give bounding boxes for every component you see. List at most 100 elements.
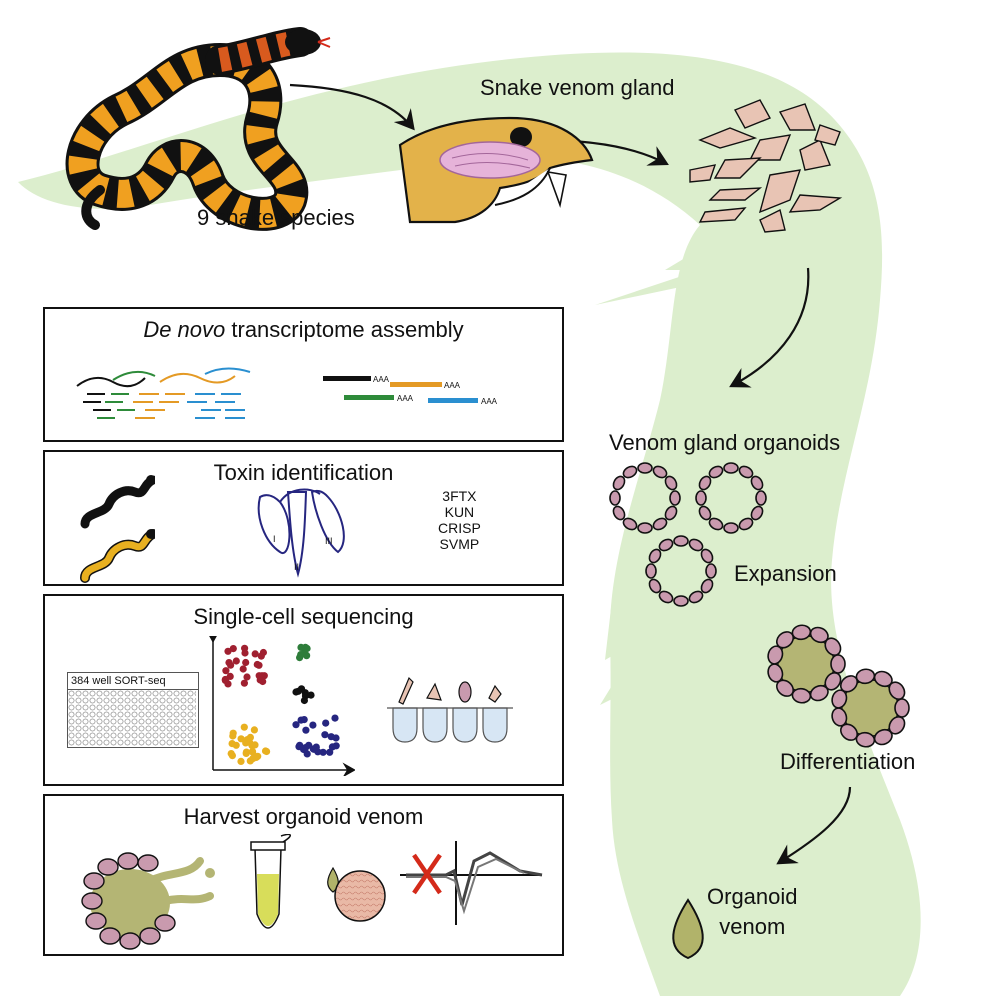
organoid-venom-line2: venom xyxy=(719,914,786,939)
organoid-cell xyxy=(750,475,764,491)
organoid-cell xyxy=(695,490,707,506)
organoid-cell xyxy=(637,462,653,474)
scatter-point xyxy=(303,652,311,660)
organoid-cell xyxy=(888,681,906,700)
organoid-ring xyxy=(645,535,717,607)
venom-drop-small xyxy=(327,866,339,893)
scatter-point xyxy=(331,714,339,722)
organoid-cell xyxy=(658,590,674,604)
panel-toxin: Toxin identification I II III 3FTX KUN C… xyxy=(43,450,564,586)
panel-assembly: De novo transcriptome assembly AAA AAA A… xyxy=(43,307,564,442)
scatter-point xyxy=(225,659,233,667)
sortseq-plate: 384 well SORT-seq xyxy=(67,672,199,748)
scatter-point xyxy=(241,644,249,652)
differentiated-organoid xyxy=(831,668,910,748)
arrow-cells-to-organoids xyxy=(729,267,810,388)
organoid-cell xyxy=(652,517,668,531)
bursting-organoid-icon xyxy=(81,852,215,950)
toxin-family: KUN xyxy=(444,504,475,520)
scatter-point xyxy=(314,748,322,756)
differentiation-label: Differentiation xyxy=(780,749,916,774)
scatter-point xyxy=(327,733,335,741)
organoid-cell xyxy=(669,490,681,506)
organoid-venom-line1: Organoid xyxy=(707,884,798,909)
scatter-point xyxy=(321,731,329,739)
organoid-cell xyxy=(824,637,842,656)
organoid-cell xyxy=(622,465,638,479)
organoid-cell xyxy=(648,548,662,564)
assembly-title-rest: transcriptome assembly xyxy=(225,317,464,342)
organoid-icon xyxy=(609,462,910,748)
organoid-cell xyxy=(648,578,662,594)
scatter-point xyxy=(237,757,245,765)
scatter-point xyxy=(229,645,237,653)
panel-toxin-title: Toxin identification xyxy=(213,460,394,485)
organoid-cell xyxy=(664,475,678,491)
organoid-cell xyxy=(637,522,653,534)
organoid-cell xyxy=(705,563,717,579)
scatter-point xyxy=(292,721,300,729)
organoid-cell xyxy=(723,522,739,534)
scatter-point xyxy=(256,676,264,684)
scatter-point xyxy=(243,736,251,744)
scatter-point xyxy=(307,691,315,699)
organoid-cell xyxy=(708,517,724,531)
organoid-venom-drop xyxy=(672,898,704,960)
scatter-point xyxy=(295,743,303,751)
cell-culture-dish xyxy=(334,870,386,922)
panel-harvest-title: Harvest organoid venom xyxy=(183,804,424,829)
toxin-family: CRISP xyxy=(438,520,481,536)
organoid-ring xyxy=(609,462,681,534)
organoid-cell xyxy=(755,490,767,506)
scatter-point xyxy=(222,667,230,675)
well-grid xyxy=(68,690,196,746)
assembly-title-italic: De novo xyxy=(143,317,226,342)
scatter-point xyxy=(328,743,336,751)
scatter-point xyxy=(240,723,248,731)
panel-scseq: Single-cell sequencing 384 well SORT-seq xyxy=(43,594,564,786)
organoid-cell xyxy=(830,654,846,674)
scatter-point xyxy=(297,643,305,651)
transcripts-illustration xyxy=(323,376,478,403)
scatter-point xyxy=(243,673,251,681)
scatter-point xyxy=(228,752,236,760)
snake-icon xyxy=(80,475,155,583)
scatter-point xyxy=(257,652,265,660)
expansion-label: Expansion xyxy=(734,561,837,586)
panel-assembly-title: De novo transcriptome assembly xyxy=(45,317,562,343)
scatter-point xyxy=(326,748,334,756)
tube-icon xyxy=(250,834,291,929)
toxin-family: SVMP xyxy=(439,536,480,552)
organoid-cell xyxy=(688,590,704,604)
organoid-cell xyxy=(738,517,754,531)
organoid-cell xyxy=(698,475,712,491)
toxin-family: 3FTX xyxy=(442,488,477,504)
organoid-cell xyxy=(664,505,678,521)
polya-tail: AAA xyxy=(397,394,414,403)
organoid-cell xyxy=(688,538,704,552)
scatter-point xyxy=(224,647,232,655)
scatter-point xyxy=(239,665,247,673)
organoid-cell xyxy=(700,548,714,564)
scatter-point xyxy=(322,719,330,727)
organoid-venom-label: Organoid venom xyxy=(707,882,798,942)
species-label: 9 snake species xyxy=(197,205,355,230)
fold-domain-label: II xyxy=(294,562,300,572)
scatter-point xyxy=(251,741,259,749)
scatter-point xyxy=(242,658,250,667)
cluster-scatter-plot xyxy=(205,636,355,776)
gland-label: Snake venom gland xyxy=(480,75,675,100)
reads-illustration xyxy=(76,367,251,419)
scatter-point xyxy=(300,696,308,705)
scatter-point xyxy=(232,657,240,665)
scatter-point xyxy=(251,650,259,658)
scatter-point xyxy=(250,726,258,734)
organoid-cell xyxy=(750,505,764,521)
cell-cluster-icon xyxy=(689,99,843,233)
organoid-cell xyxy=(622,517,638,531)
fold-domain-label: I xyxy=(273,534,276,544)
plate-label: 384 well SORT-seq xyxy=(68,673,198,690)
fold-domain-label: III xyxy=(325,536,333,546)
scatter-point xyxy=(300,716,308,724)
